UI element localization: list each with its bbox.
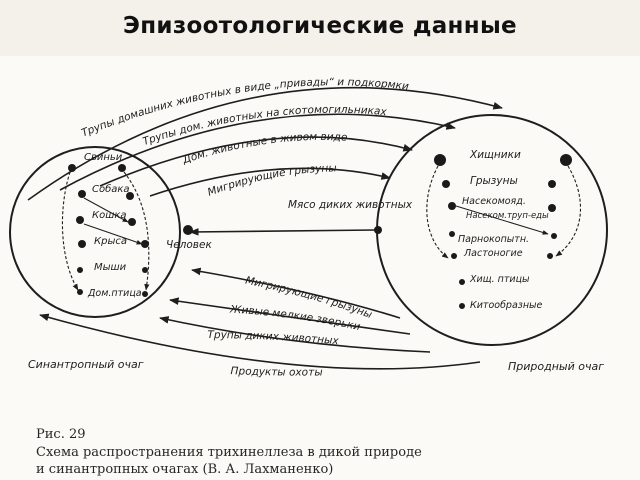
animal-cat: Кошка — [92, 210, 127, 221]
node-cetaceans — [459, 303, 465, 309]
synanthropic-focus-label: Синантропный очаг — [28, 358, 144, 371]
node-pinnipeds-right — [547, 253, 553, 259]
label-hunting-products: Продукты охоты — [230, 365, 322, 378]
natural-focus-label: Природный очаг — [508, 360, 604, 373]
arrow-label: Продукты охоты — [230, 365, 322, 378]
arrow-label: Трупы диких животных — [207, 329, 340, 347]
caption-line-2: и синантропных очагах (В. А. Лахманенко) — [36, 462, 333, 477]
animal-artiodactyls: Парнокопытн. — [458, 234, 529, 245]
inner-link-right — [123, 171, 150, 291]
animal-predators: Хищники — [469, 149, 521, 161]
arrow-wild-meat — [189, 228, 377, 236]
animal-rodents: Грызуны — [470, 175, 518, 187]
inner-link-cross-2 — [83, 223, 143, 245]
node-rodents — [442, 180, 450, 188]
label-wild-meat: Мясо диких животных — [288, 199, 413, 211]
natural-inner-link-right — [555, 165, 581, 257]
human-label: Человек — [166, 239, 212, 251]
figure-number: Рис. 29 — [36, 427, 86, 442]
node-cat-right — [128, 218, 136, 226]
animal-mice: Мыши — [94, 262, 127, 273]
node-insectivores-right — [548, 204, 556, 212]
caption-line-1: Схема распространения трихинеллеза в дик… — [36, 445, 422, 460]
arrow-wild-carcasses — [159, 316, 431, 353]
natural-inner-link-cross — [455, 205, 549, 235]
animal-insect-eaters: Насеком.труп-еды — [466, 211, 549, 221]
node-wild-meat — [374, 226, 382, 234]
node-pigs — [68, 164, 76, 172]
node-mice — [77, 267, 83, 273]
node-insectivores — [448, 202, 456, 210]
inner-link-left — [61, 171, 79, 291]
arrow-label: Мигрирующие грызуны — [206, 162, 337, 198]
label-migrating-rodents-top: Мигрирующие грызуны — [206, 162, 337, 198]
arrow-carcasses-bait — [27, 86, 503, 201]
animal-poultry: Дом.птица — [87, 288, 142, 299]
node-rodents-right — [548, 180, 556, 188]
label-live-domestic: Дом. животные в живом виде — [180, 131, 347, 167]
arrow-live-domestic — [99, 136, 413, 187]
inner-link-cross-1 — [83, 197, 129, 223]
node-predators — [434, 154, 446, 166]
natural-animals: Хищники Грызуны Насекомояд. Насеком.труп… — [426, 149, 581, 311]
node-human — [183, 225, 193, 235]
node-pigs-right — [118, 164, 126, 172]
arrow-live-small-animals — [169, 297, 411, 335]
node-dog-right — [126, 192, 134, 200]
node-dog — [78, 190, 86, 198]
node-pinnipeds — [451, 253, 457, 259]
arrow-label: Дом. животные в живом виде — [180, 131, 347, 167]
animal-rat: Крыса — [94, 236, 127, 247]
synanthropic-animals: Свиньи Собака Кошка Крыса Мыши Дом.птица — [61, 152, 150, 299]
node-predators-right — [560, 154, 572, 166]
node-cat — [76, 216, 84, 224]
title-banner — [0, 0, 640, 56]
animal-raptors: Хищ. птицы — [469, 274, 530, 285]
node-artiodactyls — [449, 231, 455, 237]
arrow-migrating-rodents-top — [149, 167, 391, 197]
node-rat-right — [141, 240, 149, 248]
node-raptors — [459, 279, 465, 285]
animal-pinnipeds: Ластоногие — [463, 248, 523, 259]
arrow-migrating-rodents-bottom — [191, 267, 401, 319]
node-artiodactyls-right — [551, 233, 557, 239]
label-wild-carcasses: Трупы диких животных — [207, 329, 340, 347]
node-rat — [78, 240, 86, 248]
node-mice-right — [142, 267, 148, 273]
animal-insectivores: Насекомояд. — [462, 196, 526, 207]
synanthropic-focus-circle — [9, 146, 181, 318]
natural-inner-link-left — [426, 165, 449, 259]
animal-cetaceans: Китообразные — [470, 300, 543, 311]
arrow-hunting-products — [39, 313, 481, 370]
arrow-carcasses-burial — [59, 113, 456, 191]
node-poultry — [77, 289, 83, 295]
animal-pigs: Свиньи — [84, 152, 123, 163]
node-poultry-right — [142, 291, 148, 297]
slide-title: Эпизоотологические данные — [123, 13, 517, 39]
outer-arrows — [27, 86, 503, 370]
animal-dog: Собака — [92, 183, 130, 195]
